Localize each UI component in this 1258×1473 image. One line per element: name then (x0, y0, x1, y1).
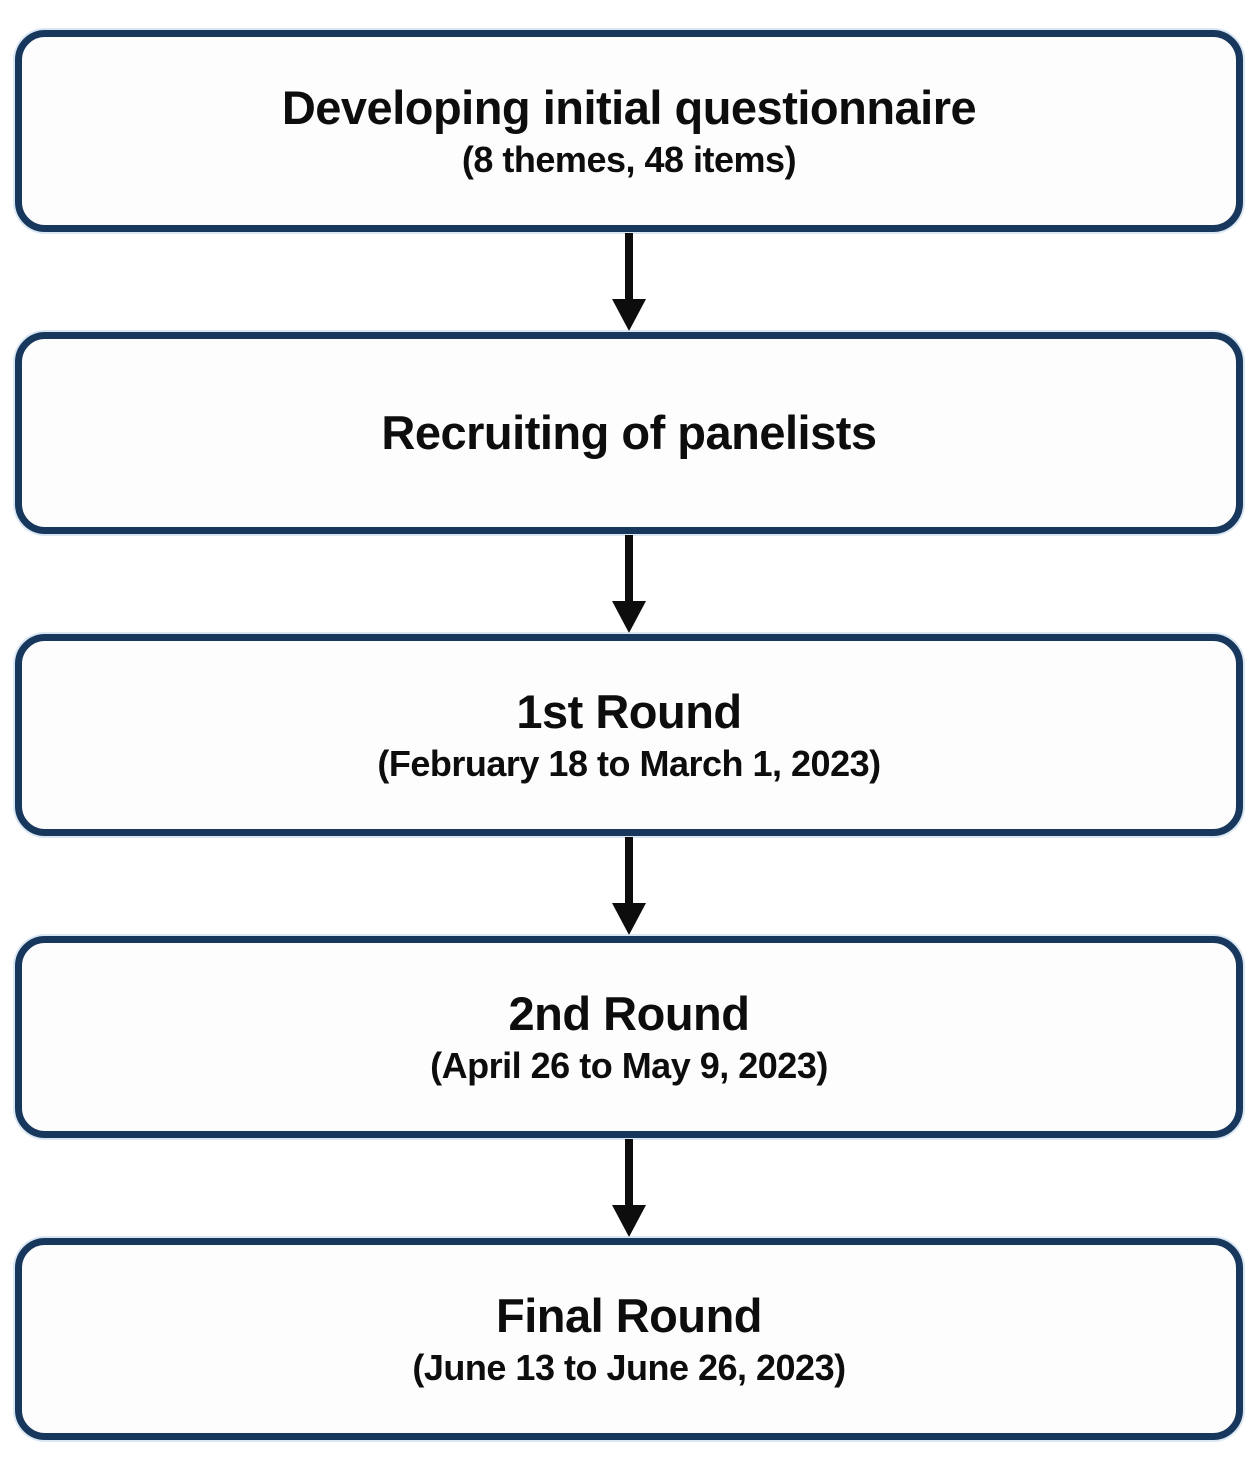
node-title: Developing initial questionnaire (281, 81, 977, 135)
flow-arrow (15, 1138, 1243, 1238)
flow-node-first-round: 1st Round (February 18 to March 1, 2023) (15, 634, 1243, 836)
down-arrow-icon (612, 1139, 646, 1237)
node-title: Recruiting of panelists (381, 405, 877, 459)
flow-arrow (15, 232, 1243, 332)
down-arrow-icon (612, 233, 646, 331)
node-subtitle: (8 themes, 48 items) (461, 139, 797, 181)
down-arrow-icon (612, 535, 646, 633)
flow-node-final-round: Final Round (June 13 to June 26, 2023) (15, 1238, 1243, 1440)
node-subtitle: (June 13 to June 26, 2023) (412, 1347, 846, 1389)
flow-node-second-round: 2nd Round (April 26 to May 9, 2023) (15, 936, 1243, 1138)
node-title: 1st Round (516, 685, 742, 739)
flow-node-developing-questionnaire: Developing initial questionnaire (8 them… (15, 30, 1243, 232)
node-title: 2nd Round (508, 987, 750, 1041)
node-subtitle: (February 18 to March 1, 2023) (377, 743, 881, 785)
node-title: Final Round (495, 1289, 763, 1343)
node-subtitle: (April 26 to May 9, 2023) (430, 1045, 828, 1087)
flow-arrow (15, 534, 1243, 634)
flow-node-recruiting-panelists: Recruiting of panelists (15, 332, 1243, 534)
down-arrow-icon (612, 837, 646, 935)
flow-arrow (15, 836, 1243, 936)
